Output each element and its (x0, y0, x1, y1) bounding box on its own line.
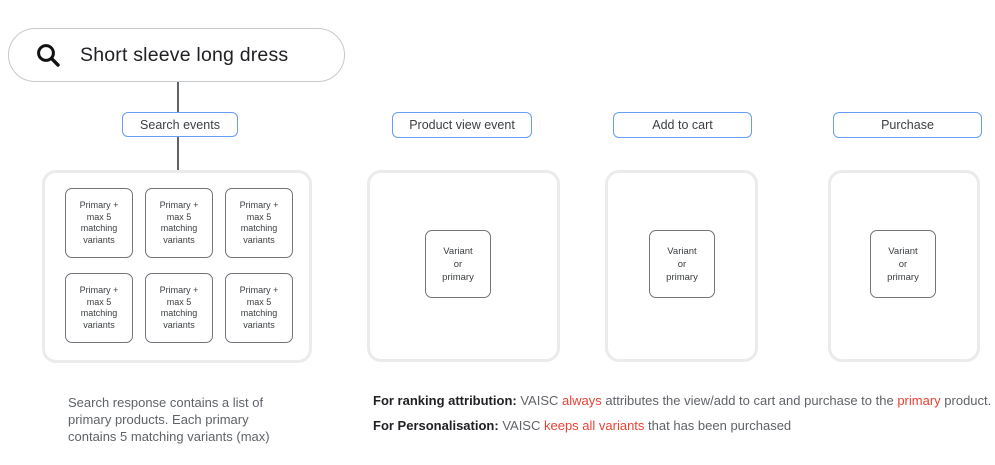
primary-variants-label: Primary + max 5 matching variants (79, 285, 119, 330)
variant-or-primary-label: Variant or primary (887, 245, 919, 283)
ranking-text-2: attributes the view/add to cart and purc… (601, 393, 898, 408)
ranking-text-3: product. (940, 393, 992, 408)
caption-ranking-attribution: For ranking attribution: VAISC always at… (373, 393, 991, 409)
variant-or-primary-box: Variant or primary (649, 230, 715, 298)
variant-or-primary-label: Variant or primary (442, 245, 474, 283)
event-chip-product-view: Product view event (392, 112, 532, 138)
personalisation-label: For Personalisation: (373, 418, 499, 433)
personalisation-text-2: that has been purchased (644, 418, 792, 433)
primary-variants-box: Primary + max 5 matching variants (145, 188, 213, 258)
primary-variants-label: Primary + max 5 matching variants (79, 200, 119, 245)
ranking-label: For ranking attribution: (373, 393, 517, 408)
ranking-highlight-always: always (562, 393, 602, 408)
ranking-highlight-primary: primary (897, 393, 941, 408)
event-chip-purchase: Purchase (833, 112, 982, 138)
caption-personalisation: For Personalisation: VAISC keeps all var… (373, 418, 791, 434)
primary-variants-box: Primary + max 5 matching variants (145, 273, 213, 343)
primary-variants-label: Primary + max 5 matching variants (159, 200, 199, 245)
search-icon (35, 42, 62, 69)
variant-or-primary-box: Variant or primary (870, 230, 936, 298)
event-chip-search-events: Search events (122, 112, 238, 137)
primary-variants-label: Primary + max 5 matching variants (239, 285, 279, 330)
variant-or-primary-box: Variant or primary (425, 230, 491, 298)
event-chip-add-to-cart: Add to cart (613, 112, 752, 138)
search-bar: Short sleeve long dress (8, 28, 345, 82)
primary-variants-box: Primary + max 5 matching variants (65, 188, 133, 258)
primary-variants-label: Primary + max 5 matching variants (239, 200, 279, 245)
caption-search-note: Search response contains a list of prima… (68, 395, 270, 444)
primary-variants-box: Primary + max 5 matching variants (65, 273, 133, 343)
search-query-text: Short sleeve long dress (80, 43, 289, 66)
personalisation-text-1: VAISC (498, 418, 544, 433)
personalisation-highlight-variants: keeps all variants (543, 418, 645, 433)
variant-or-primary-label: Variant or primary (666, 245, 698, 283)
primary-variants-label: Primary + max 5 matching variants (159, 285, 199, 330)
primary-variants-box: Primary + max 5 matching variants (225, 188, 293, 258)
ranking-text-1: VAISC (516, 393, 562, 408)
primary-variants-box: Primary + max 5 matching variants (225, 273, 293, 343)
card-product-view (367, 170, 560, 362)
